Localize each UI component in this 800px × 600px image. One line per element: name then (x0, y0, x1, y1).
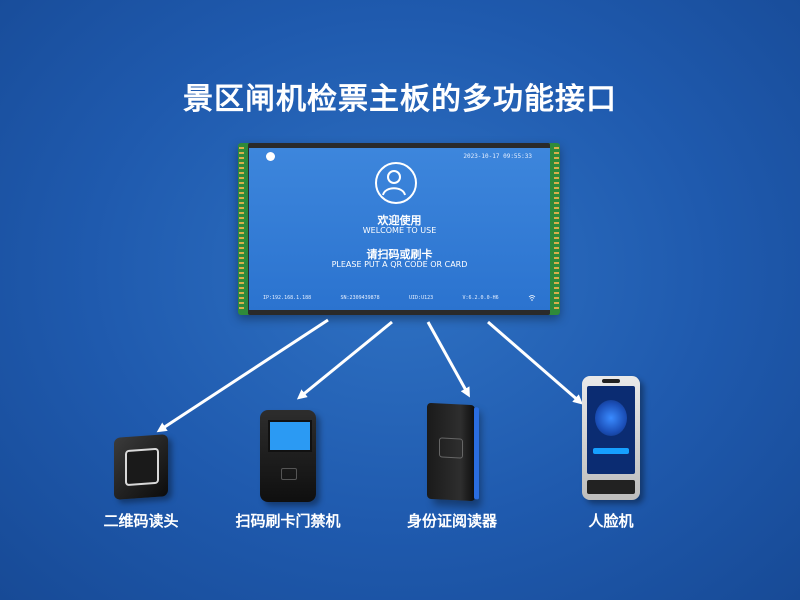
pin-header-right (554, 147, 559, 311)
face-terminal-device-icon (582, 376, 640, 500)
page-title: 景区闸机检票主板的多功能接口 (183, 82, 617, 117)
status-bar: IP:192.168.1.188 SN:2309439878 UID:U123 … (263, 295, 536, 303)
device-label-face-terminal: 人脸机 (588, 512, 634, 530)
nfc-mark-icon (439, 437, 463, 459)
card-pad (281, 468, 297, 480)
camera-icon (602, 379, 620, 383)
scan-prompt-en: PLEASE PUT A QR CODE OR CARD (331, 260, 468, 269)
scan-window (125, 447, 159, 487)
scan-prompt-cn: 请扫码或刷卡 (366, 248, 433, 261)
device-lcd (268, 420, 312, 452)
welcome-text-cn: 欢迎使用 (377, 214, 422, 227)
uid: UID:U123 (409, 295, 434, 301)
qr-reader-device-icon (114, 434, 168, 500)
ip-address: IP:192.168.1.188 (263, 295, 312, 301)
lcd-screen: ​ 2023-10-17 09:55:33 欢迎使用 WELCOME TO US… (249, 148, 550, 310)
logo-icon (266, 152, 275, 161)
reader-edge-light (474, 407, 479, 500)
device-label-qr-reader: 二维码读头 (103, 512, 179, 530)
welcome-text-en: WELCOME TO USE (362, 226, 437, 235)
brand-logo: ​ (266, 152, 278, 161)
user-avatar-icon (375, 162, 417, 204)
arrow-to-access-controller (296, 320, 393, 400)
terminal-display (587, 386, 635, 474)
fingerprint-graphic (595, 400, 627, 436)
device-label-access-controller: 扫码刷卡门禁机 (235, 512, 341, 530)
screen-datetime: 2023-10-17 09:55:33 (463, 153, 532, 160)
arrow-to-id-reader (426, 321, 470, 398)
id-card-reader-device-icon (427, 402, 479, 502)
device-label-id-reader: 身份证阅读器 (406, 512, 497, 530)
display-bar (593, 448, 629, 454)
arrow-to-face-terminal (487, 320, 584, 405)
pin-header-left (239, 147, 244, 311)
wifi-icon (528, 295, 536, 303)
version: V:6.2.0.0-H6 (462, 295, 499, 301)
access-controller-device-icon (260, 410, 316, 502)
serial-number: SN:2309439878 (340, 295, 380, 301)
terminal-base (587, 480, 635, 494)
